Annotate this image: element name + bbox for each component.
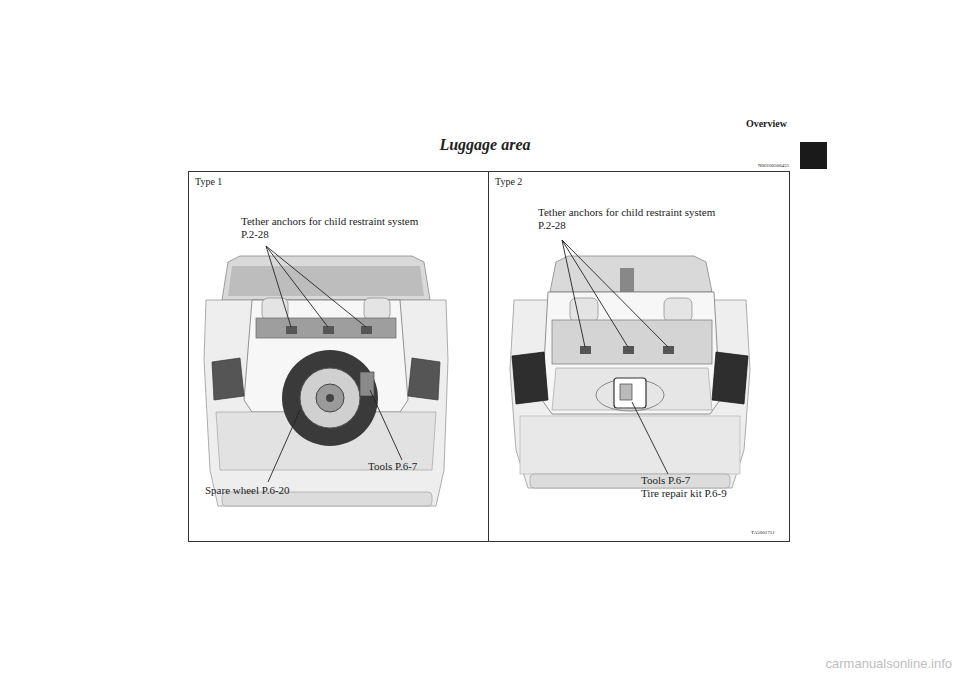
page-title: Luggage area [439, 135, 530, 154]
car-type1 [204, 256, 448, 506]
callout-label: Tools P.6-7 [368, 460, 417, 473]
divider [488, 171, 489, 541]
figure-code: TA5001751 [751, 530, 775, 536]
reference-code: N00100500455 [758, 163, 789, 169]
car-type2 [510, 256, 750, 488]
watermark: carmanualsonline.info [826, 656, 952, 672]
leader-lines-type2 [562, 240, 668, 474]
running-header: Overview [746, 118, 787, 130]
callout-label: Spare wheel P.6-20 [205, 484, 290, 497]
callout-label: Tether anchors for child restraint syste… [241, 215, 433, 241]
frame [189, 172, 790, 542]
type-heading: Type 2 [495, 176, 522, 188]
leader-lines-type1 [266, 246, 402, 482]
type-heading: Type 1 [195, 176, 222, 188]
section-tab [800, 142, 827, 169]
callout-label: Tire repair kit P.6-9 [641, 487, 727, 500]
callout-label: Tools P.6-7 [641, 474, 690, 487]
callout-label: Tether anchors for child restraint syste… [538, 206, 730, 232]
